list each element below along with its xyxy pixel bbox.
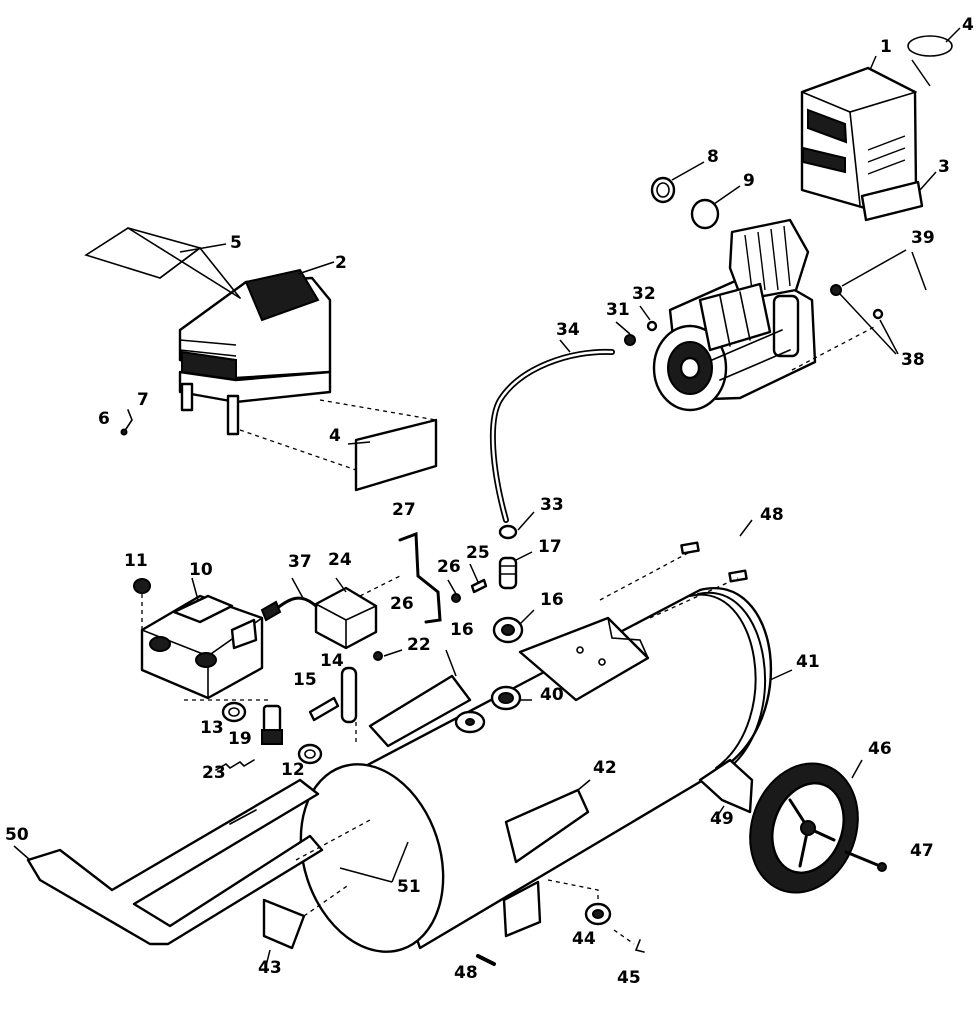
callout-23: 23 (202, 763, 226, 783)
callout-50: 50 (5, 825, 29, 845)
callout-26: 26 (390, 594, 414, 614)
fittings-25-26 (447, 563, 488, 603)
label-panel-5 (84, 227, 241, 299)
callout-9: 9 (743, 171, 755, 191)
callout-4: 4 (329, 426, 341, 446)
callout-16: 16 (540, 590, 564, 610)
bolts-51 (295, 819, 409, 883)
callout-31: 31 (606, 300, 630, 320)
callout-32: 32 (632, 284, 656, 304)
callout-4: 4 (962, 15, 974, 35)
rod-48 (476, 954, 496, 966)
plate-4 (239, 399, 438, 492)
wheel-46 (749, 759, 863, 894)
valve-19 (261, 704, 283, 745)
callout-14: 14 (320, 651, 344, 671)
callout-45: 45 (617, 968, 641, 988)
callout-17: 17 (538, 537, 562, 557)
axle-bolt-47 (844, 850, 887, 872)
callout-48: 48 (760, 505, 784, 525)
callout-15: 15 (293, 670, 317, 690)
callout-24: 24 (328, 550, 352, 570)
shroud-2 (178, 261, 335, 436)
callout-13: 13 (200, 718, 224, 738)
callout-22: 22 (407, 635, 431, 655)
callout-7: 7 (137, 390, 149, 410)
callout-47: 47 (910, 841, 934, 861)
callout-2: 2 (335, 253, 347, 273)
callout-5: 5 (230, 233, 242, 253)
callout-11: 11 (124, 551, 148, 571)
callout-25: 25 (466, 543, 490, 563)
callout-33: 33 (540, 495, 564, 515)
drain-44-45 (547, 879, 645, 953)
compressor-pump-motor (652, 218, 817, 412)
callout-46: 46 (868, 739, 892, 759)
callout-1: 1 (880, 37, 892, 57)
callout-43: 43 (258, 958, 282, 978)
callout-10: 10 (189, 560, 213, 580)
mounting-plate (518, 616, 650, 702)
callout-39: 39 (911, 228, 935, 248)
callout-19: 19 (228, 729, 252, 749)
pressure-switch-10 (140, 577, 268, 701)
callout-6: 6 (98, 409, 110, 429)
callout-49: 49 (710, 809, 734, 829)
callout-48: 48 (454, 963, 478, 983)
pads-48 (599, 519, 753, 619)
leader-1 (869, 55, 877, 71)
gasket-9 (690, 185, 741, 230)
belt-guard (800, 66, 924, 222)
nut-12 (297, 743, 323, 765)
washer-tank (454, 710, 486, 734)
handle-50 (13, 778, 324, 946)
callout-38: 38 (901, 350, 925, 370)
callout-16: 16 (450, 620, 474, 640)
spring-23 (215, 759, 255, 771)
fitting-31 (615, 321, 636, 346)
callout-34: 34 (556, 320, 580, 340)
callout-40: 40 (540, 685, 564, 705)
fitting-16 (492, 609, 535, 644)
valve-14 (340, 666, 358, 746)
bushing-40 (490, 685, 532, 711)
screw-22 (373, 649, 403, 661)
callout-8: 8 (707, 147, 719, 167)
callout-41: 41 (796, 652, 820, 672)
callout-3: 3 (938, 157, 950, 177)
heat-shield-16 (368, 649, 472, 748)
callout-27: 27 (392, 500, 416, 520)
screw-38-39 (791, 249, 927, 371)
nut-11 (133, 578, 151, 630)
nut-13 (221, 701, 247, 723)
tank-label-42 (504, 779, 591, 864)
clip-6-7 (120, 409, 133, 436)
leader-7b (911, 59, 931, 87)
bracket-27 (359, 531, 442, 624)
tank-foot (502, 880, 542, 938)
callout-44: 44 (572, 929, 596, 949)
callout-26: 26 (437, 557, 461, 577)
valve-15 (308, 696, 340, 722)
fitting-32 (639, 305, 658, 332)
check-valve-17-33 (498, 511, 535, 590)
foot-bracket-49 (698, 758, 754, 819)
leader-3 (919, 171, 937, 191)
decal-43 (262, 883, 351, 967)
air-tube-34 (489, 339, 615, 523)
washer-8 (650, 161, 705, 204)
unloader-24 (260, 577, 378, 650)
callout-12: 12 (281, 760, 305, 780)
callout-51: 51 (397, 877, 421, 897)
callout-42: 42 (593, 758, 617, 778)
callout-37: 37 (288, 552, 312, 572)
guard-screw-4 (907, 27, 961, 57)
